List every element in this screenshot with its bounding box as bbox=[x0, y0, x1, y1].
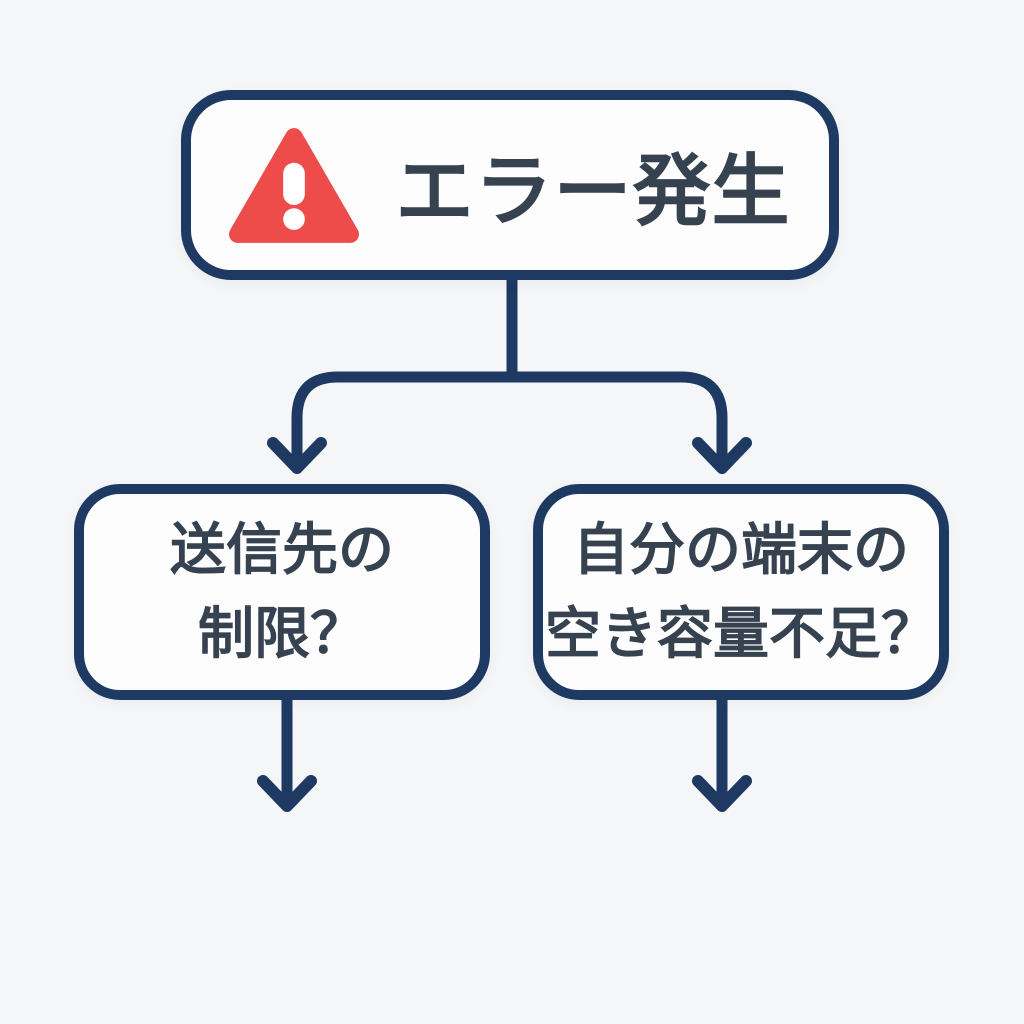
node-error-occurred: エラー発生 bbox=[181, 90, 839, 280]
branch-line bbox=[291, 371, 728, 463]
root-node-label: エラー発生 bbox=[395, 147, 791, 235]
storage-shortage-line1: 自分の端末の bbox=[573, 518, 909, 581]
storage-shortage-label: 自分の端末の 空き容量不足？ bbox=[545, 508, 937, 676]
destination-limit-line2: 制限？ bbox=[198, 602, 366, 665]
node-storage-shortage: 自分の端末の 空き容量不足？ bbox=[533, 484, 949, 700]
destination-limit-line1: 送信先の bbox=[170, 518, 394, 581]
storage-shortage-line2: 空き容量不足？ bbox=[545, 602, 937, 665]
left-branch-arrowhead-icon bbox=[267, 437, 327, 474]
right-exit-arrowhead-icon bbox=[692, 775, 752, 812]
warning-triangle-icon bbox=[229, 127, 360, 243]
destination-limit-label: 送信先の 制限？ bbox=[170, 508, 394, 676]
right-branch-arrowhead-icon bbox=[692, 437, 752, 474]
node-destination-limit: 送信先の 制限？ bbox=[74, 484, 490, 700]
left-exit-arrowhead-icon bbox=[257, 775, 317, 812]
